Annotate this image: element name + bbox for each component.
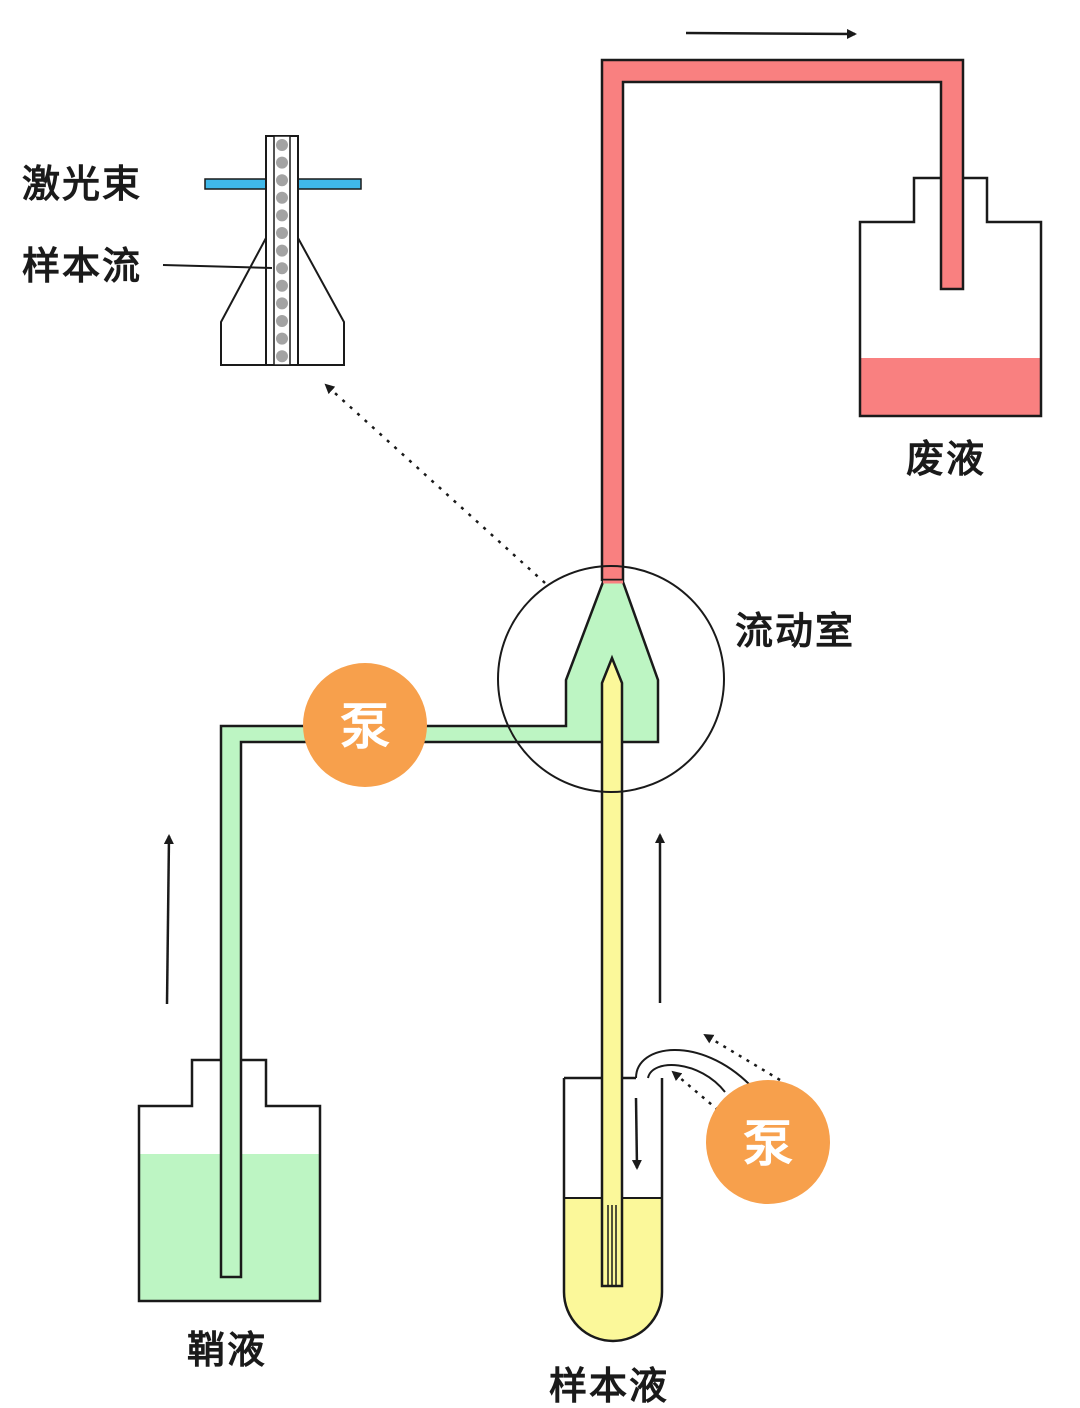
pump-bottom: 泵 xyxy=(706,1080,830,1204)
pump-top-label: 泵 xyxy=(340,698,390,756)
cell xyxy=(276,297,288,310)
sample-stream-label: 样本流 xyxy=(22,244,142,288)
sample-label: 样本液 xyxy=(549,1364,669,1408)
cell xyxy=(276,227,288,239)
cell xyxy=(276,139,288,151)
laser-beam-label: 激光束 xyxy=(22,162,142,206)
pump-bottom-circle xyxy=(706,1080,830,1204)
flow-chamber-label: 流动室 xyxy=(735,609,855,653)
cell xyxy=(276,174,288,187)
nozzle-detail xyxy=(162,135,362,366)
waste-liquid xyxy=(860,358,1041,416)
waste-tube xyxy=(600,58,965,582)
waste-label: 废液 xyxy=(906,437,986,481)
flow-arrow-up-sheath xyxy=(163,834,174,1005)
flow-arrow-right xyxy=(685,28,857,39)
flow-chamber-circle xyxy=(497,565,725,793)
zoom-dotted-arrow xyxy=(324,383,546,584)
sheath-bottle-outline xyxy=(137,1058,322,1303)
waste-bottle-outline xyxy=(858,176,1043,418)
sample-tube-outline xyxy=(562,1078,664,1343)
dotted-arrow-pump-2 xyxy=(671,1070,719,1111)
cell xyxy=(276,332,288,345)
cell xyxy=(276,244,288,257)
pressure-line-outer xyxy=(635,1049,751,1086)
flow-arrow-down xyxy=(631,1097,642,1170)
cells xyxy=(276,139,288,363)
sample-stream-leader-line xyxy=(162,264,273,269)
cell xyxy=(276,262,288,275)
sample-needle xyxy=(600,654,624,1288)
dotted-arrow-pump-1 xyxy=(703,1033,781,1082)
cell xyxy=(276,315,288,327)
cell xyxy=(276,156,288,169)
cell xyxy=(276,191,288,204)
pressure-line-inner xyxy=(647,1064,726,1093)
cell xyxy=(276,350,288,363)
sheath-label: 鞘液 xyxy=(187,1328,267,1372)
pump-top-circle xyxy=(303,663,427,787)
cell xyxy=(276,209,288,222)
pump-bottom-label: 泵 xyxy=(743,1115,793,1173)
pump-top: 泵 xyxy=(303,663,427,787)
cell xyxy=(276,279,288,292)
waste-bottle xyxy=(858,176,1043,418)
